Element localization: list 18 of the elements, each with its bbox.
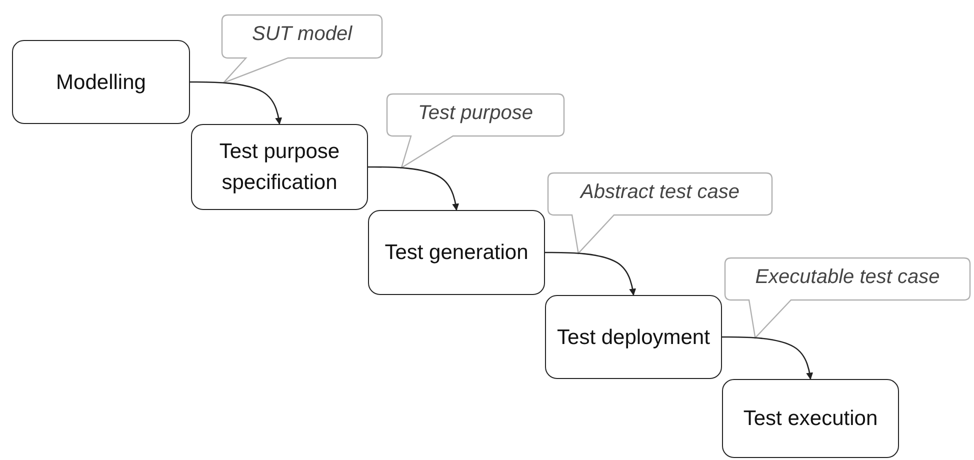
arrow	[545, 252, 636, 296]
step-label: Modelling	[56, 70, 146, 96]
process-box	[368, 210, 545, 295]
arrow	[368, 166, 460, 211]
arrow	[190, 81, 282, 125]
process-box	[191, 124, 368, 210]
edge-label: Executable test case	[754, 266, 941, 289]
step-label: Test generation	[384, 240, 528, 266]
step-label: Test purpose specification	[218, 139, 341, 196]
process-box	[722, 379, 899, 458]
step-label: Test deployment	[557, 324, 710, 350]
step-label: Test execution	[743, 406, 878, 432]
process-box	[545, 295, 722, 379]
process-box	[12, 40, 190, 124]
edge-label: SUT model	[250, 23, 354, 46]
edge-label: Abstract test case	[578, 181, 740, 204]
arrow	[722, 336, 814, 380]
edge-label: Test purpose	[417, 102, 534, 125]
